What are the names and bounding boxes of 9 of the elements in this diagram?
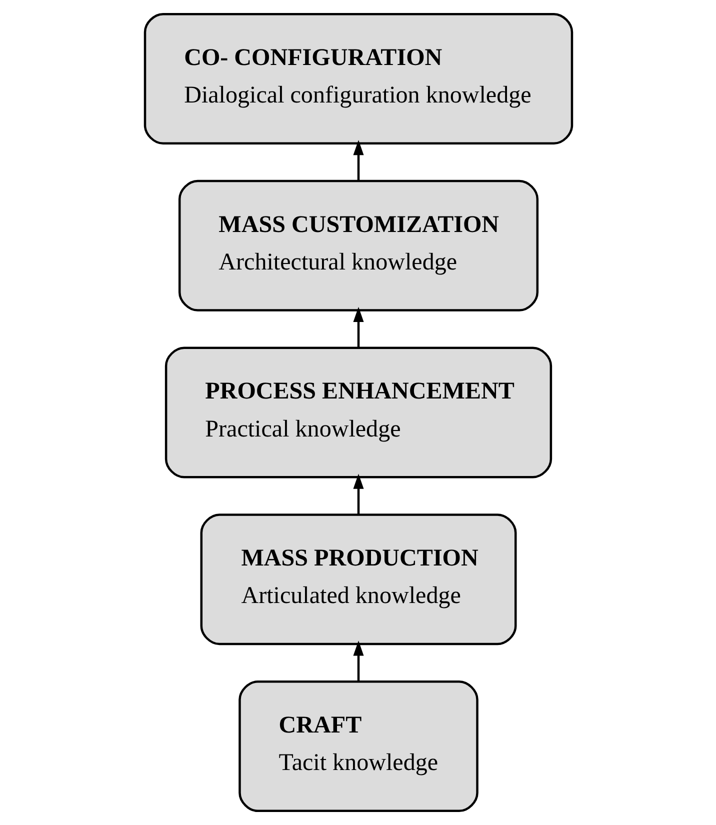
arrow: [352, 640, 364, 682]
node-box: MASS CUSTOMIZATION Architectural knowledge: [178, 180, 538, 312]
node-box: CRAFT Tacit knowledge: [238, 680, 478, 812]
node-box: PROCESS ENHANCEMENT Practical knowledge: [164, 346, 552, 478]
arrow: [352, 474, 364, 515]
node-box: CO- CONFIGURATION Dialogical configuration knowledge: [143, 12, 573, 145]
arrow: [352, 306, 364, 348]
arrow: [352, 140, 364, 181]
node-box: MASS PRODUCTION Articulated knowledge: [200, 514, 516, 646]
